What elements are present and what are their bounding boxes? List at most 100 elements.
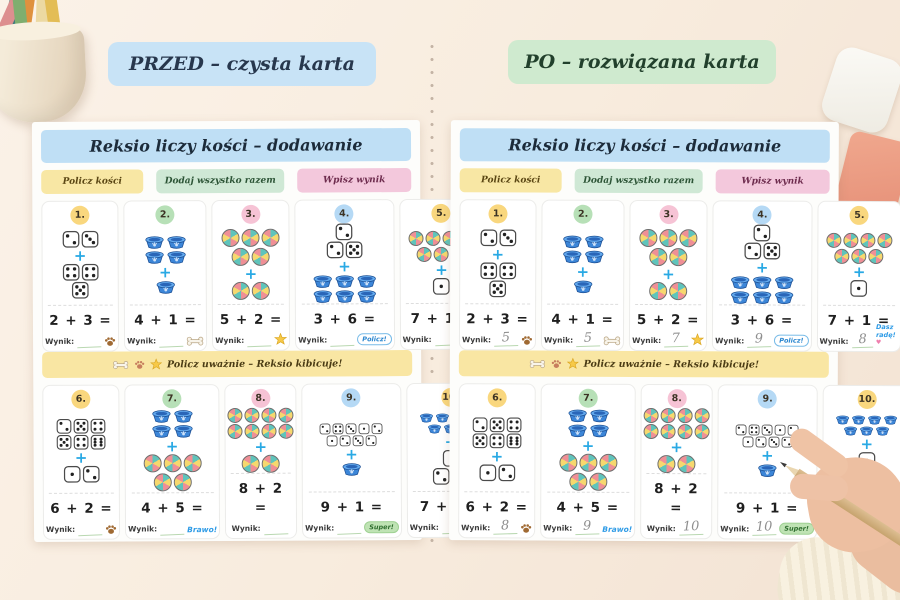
equation-area: 5 + 2 = <box>635 303 702 329</box>
result-row: Wynik: <box>46 519 117 537</box>
card-number-badge: 5. <box>431 203 451 223</box>
ball-icon <box>588 472 607 491</box>
task-card: 2.+4 + 1 =Wynik:5 <box>540 199 625 351</box>
bowl-icon <box>590 409 609 423</box>
die-icon <box>763 242 781 260</box>
bowl <box>151 409 171 423</box>
die <box>506 433 522 449</box>
visual-group <box>313 274 377 303</box>
equation-area: 9 + 1 = <box>308 491 395 516</box>
die <box>498 262 516 280</box>
die <box>763 242 781 260</box>
die <box>358 422 370 434</box>
die-icon <box>352 434 364 446</box>
task-card: 9.+9 + 1 =Wynik:Super! <box>301 383 402 539</box>
bowl-icon <box>774 276 794 290</box>
visual-group <box>472 417 522 449</box>
bowl-icon <box>590 424 609 438</box>
result-decoration: Brawo! <box>602 525 632 535</box>
equation-area: 4 + 1 = <box>130 304 202 329</box>
answer-value: 5 <box>493 330 519 347</box>
plus-icon: + <box>491 245 505 264</box>
result-label: Wynik: <box>45 336 75 346</box>
visual-group <box>155 280 175 294</box>
instruction-tag: Dodaj wszystko razem <box>574 168 703 194</box>
card-visuals: + <box>543 408 632 492</box>
bowl <box>730 275 750 289</box>
bowl <box>428 424 442 434</box>
die-icon <box>81 230 98 248</box>
bowl <box>144 235 164 249</box>
card-visuals: + <box>461 407 532 491</box>
visual-group <box>736 423 799 448</box>
ball-icon <box>659 228 678 247</box>
plus-icon: + <box>338 257 351 276</box>
bowl-icon <box>145 250 164 264</box>
ball-icon <box>143 454 162 473</box>
visual-group <box>850 280 868 297</box>
equation-text: 6 + 2 = <box>465 499 529 516</box>
paw-icon <box>106 525 117 534</box>
bowl-icon <box>774 291 794 305</box>
visual-row <box>319 422 383 434</box>
visual-group <box>757 463 777 477</box>
visual-row <box>313 274 377 288</box>
result-label: Wynik: <box>298 335 328 345</box>
bowl-icon <box>752 276 772 289</box>
answer-value: 8 <box>851 331 874 349</box>
bowl-icon <box>844 426 858 436</box>
bowl <box>836 415 850 425</box>
answer-line <box>329 329 355 347</box>
visual-group <box>479 464 515 482</box>
die-icon <box>335 223 353 241</box>
bowl <box>844 426 858 436</box>
visual-row <box>479 262 516 280</box>
visual-group <box>480 229 516 247</box>
die <box>365 434 377 446</box>
visual-group <box>62 263 99 299</box>
instruction-tag: Wpisz wynik <box>715 169 830 194</box>
result-label: Wynik: <box>215 335 245 346</box>
bowl <box>166 250 186 264</box>
ball-icon <box>416 246 433 263</box>
visual-row <box>826 232 893 249</box>
ball-icon <box>261 423 277 439</box>
bowl-icon <box>335 290 354 303</box>
visual-row <box>144 250 186 264</box>
plus-icon: + <box>254 437 268 456</box>
ball-icon <box>231 281 250 300</box>
equation-text: 8 + 2 = <box>238 480 284 516</box>
encouragement-text: Brawo! <box>602 524 633 534</box>
equation-area: 5 + 2 = <box>217 303 285 329</box>
card-number-badge: 1. <box>488 204 508 224</box>
die-icon <box>332 422 344 434</box>
die <box>479 262 497 280</box>
visual-row <box>562 249 604 263</box>
equation-area: 4 + 5 = <box>131 492 214 517</box>
die-icon <box>749 424 760 435</box>
equation-text: 2 + 3 = <box>466 311 529 328</box>
thumb <box>789 473 849 502</box>
task-cards-row: 6.+6 + 2 =Wynik:7.+4 + 5 =Wynik:Brawo!8.… <box>42 382 496 540</box>
bone-icon <box>186 336 204 346</box>
die-icon <box>472 433 488 449</box>
visual-row <box>342 462 362 476</box>
visual-row <box>56 418 106 434</box>
visual-row <box>221 228 280 247</box>
bowl-icon <box>173 410 193 423</box>
bowl-icon <box>758 463 777 477</box>
card-number-badge: 8. <box>667 389 687 409</box>
bowl <box>313 274 333 288</box>
ball-icon <box>261 454 280 473</box>
ball-icon <box>877 233 893 249</box>
visual-row <box>479 464 515 482</box>
bone-icon <box>529 359 545 368</box>
result-label: Wynik: <box>461 523 491 533</box>
ball-icon <box>241 228 260 247</box>
bowl <box>313 289 333 303</box>
ball-icon <box>679 228 698 247</box>
result-decoration <box>520 522 532 534</box>
ball-icon <box>227 423 243 439</box>
